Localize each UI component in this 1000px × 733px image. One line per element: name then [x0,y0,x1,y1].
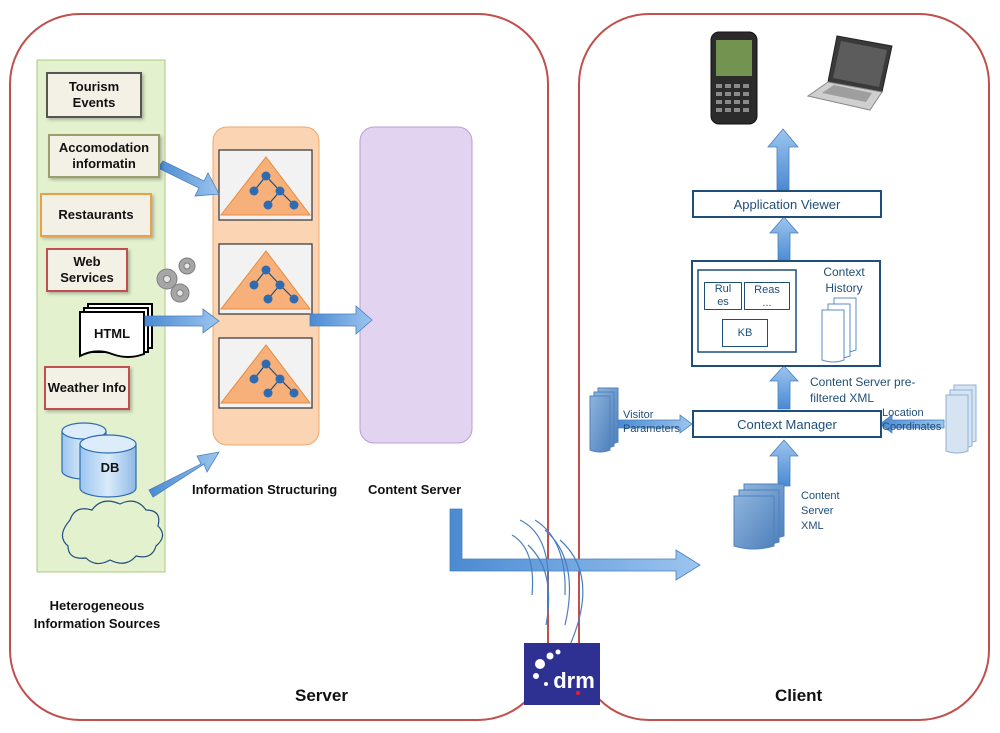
reasoner-label: Reas ... [754,284,780,309]
location-coordinates-label: Location Coordinates [882,407,942,433]
source-web-services-label: Web Services [60,254,114,285]
content-server-column [359,126,473,444]
application-viewer-label: Application Viewer [733,196,841,212]
rules-box: Rul es [704,282,742,310]
context-manager-label: Context Manager [737,416,837,432]
smartphone-icon [710,31,758,125]
arrow-structuring-to-content-server [309,305,373,335]
source-restaurants: Restaurants [40,193,152,237]
source-restaurants-label: Restaurants [58,207,134,222]
laptop-icon [806,35,893,111]
arrow-db-to-structuring [148,451,220,498]
arrow-reasoner-to-viewer [769,216,799,263]
client-title: Client [775,686,823,705]
content-server-xml-documents-icon [733,483,785,550]
database-icon [61,422,137,498]
content-server-xml-label: Content Server XML [801,490,840,532]
kb-box: KB [722,319,768,347]
structure-tile-2 [218,243,313,315]
context-history-label: Context History [823,265,865,295]
visitor-parameters-label: Visitor Parameters [623,409,680,435]
source-accomodation-information: Accomodation informatin [48,134,160,178]
structure-tile-1 [218,149,313,221]
location-coordinates-documents-icon [945,384,977,454]
arrow-content-server-to-client [449,508,701,581]
drm-logo: drm [524,643,600,705]
gears-icon [156,257,196,303]
source-tourism-events-label: Tourism Events [68,79,120,110]
arrow-xml-to-manager [769,439,799,487]
arrow-html-to-structuring [144,308,220,334]
context-manager-box: Context Manager [692,410,882,438]
source-accomodation-information-label: Accomodation informatin [58,140,150,171]
arrow-location-to-manager [879,414,945,434]
arrow-visitor-to-manager [617,414,693,434]
context-history-documents-icon [821,297,857,363]
source-weather-info: Weather Info [44,366,130,410]
arrow-accomodation-to-structuring [157,160,220,197]
visitor-parameters-documents-icon [589,387,619,453]
drm-logo-text: drm [553,668,595,693]
wireless-signal-icon [511,519,584,646]
server-title: Server [295,686,348,705]
arrow-manager-to-reasoner [769,365,799,410]
prefiltered-xml-label: Content Server pre-filtered XML [810,375,916,405]
content-server-label: Content Server [368,482,462,497]
reasoner-box: Reas ... [744,282,790,310]
source-tourism-events: Tourism Events [46,72,142,118]
structure-tile-3 [218,337,313,409]
html-document-stack-icon [79,303,153,358]
source-web-services: Web Services [46,248,128,292]
sources-caption: Heterogeneous Information Sources [33,598,161,631]
rules-label: Rul es [714,283,732,308]
source-db-label: DB [100,460,120,475]
application-viewer-box: Application Viewer [692,190,882,218]
information-structuring-label: Information Structuring [192,482,338,497]
kb-label: KB [737,327,753,339]
arrow-viewer-to-devices [767,128,799,191]
source-weather-info-label: Weather Info [47,380,127,395]
source-html-label: HTML [93,326,131,341]
cloud-icon [61,500,164,565]
